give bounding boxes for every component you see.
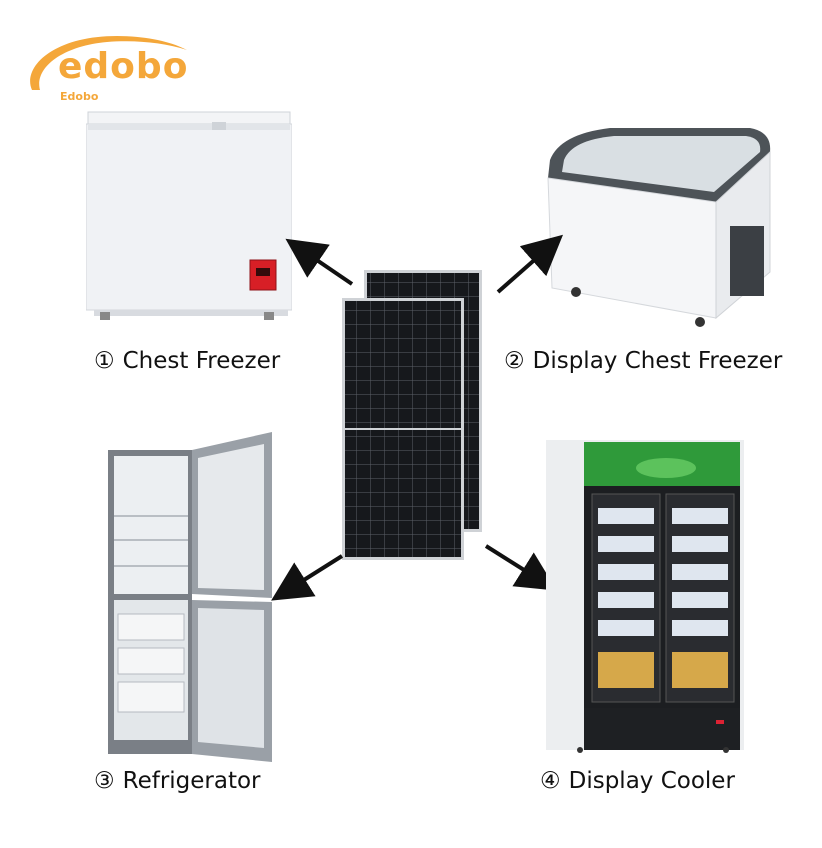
logo-swoosh-icon	[30, 36, 188, 90]
caption-label: Chest Freezer	[122, 348, 281, 374]
solar-panel-image	[342, 270, 482, 560]
caption-number: ①	[94, 348, 115, 374]
refrigerator-image	[108, 432, 272, 762]
display-chest-freezer-image	[547, 128, 771, 327]
brand-subtitle: Edobo	[60, 90, 99, 103]
caption-number: ④	[540, 768, 561, 794]
caption-refrigerator: ③ Refrigerator	[94, 768, 261, 794]
caption-label: Display Cooler	[568, 768, 735, 794]
arrow-to-refrigerator	[271, 554, 344, 601]
caption-number: ③	[94, 768, 115, 794]
caption-number: ②	[504, 348, 525, 374]
chest-freezer-image	[86, 111, 292, 320]
brand-name: edobo	[58, 46, 189, 87]
brand-logo: edobo Edobo	[22, 28, 192, 108]
caption-display-cooler: ④ Display Cooler	[540, 768, 735, 794]
caption-label: Refrigerator	[122, 768, 261, 794]
display-cooler-image	[546, 440, 744, 753]
caption-label: Display Chest Freezer	[532, 348, 783, 374]
caption-display-chest-freezer: ② Display Chest Freezer	[504, 348, 782, 374]
arrow-to-display-cooler	[484, 544, 557, 591]
caption-chest-freezer: ① Chest Freezer	[94, 348, 280, 374]
